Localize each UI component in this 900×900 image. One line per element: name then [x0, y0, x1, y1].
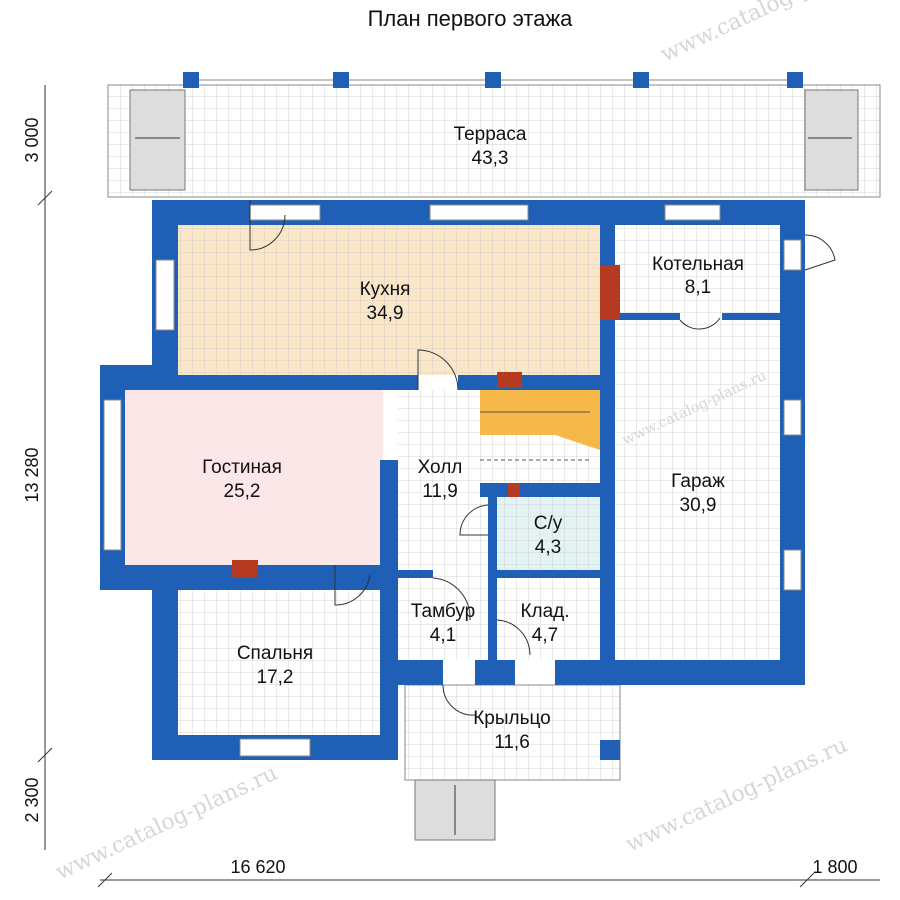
room-name: С/у — [534, 513, 563, 534]
garage-floor — [615, 225, 780, 660]
porch-floor — [404, 684, 621, 781]
room-name: Котельная — [652, 254, 744, 275]
room-name: Гараж — [671, 471, 725, 492]
room-name: Гостиная — [202, 457, 282, 478]
doors — [249, 200, 836, 716]
room-name: Тамбур — [411, 601, 476, 622]
room-area: 4,3 — [535, 537, 561, 558]
pillar — [183, 72, 199, 88]
room-area: 4,7 — [532, 625, 558, 646]
room-area: 17,2 — [257, 667, 294, 688]
svg-text:www.catalog-plans.ru: www.catalog-plans.ru — [657, 0, 886, 67]
pillar — [787, 72, 803, 88]
room-name: Терраса — [454, 124, 527, 145]
dim-left: 3 000 — [22, 117, 42, 162]
room-area: 43,3 — [472, 148, 509, 169]
dimension-lines — [37, 85, 880, 888]
room-name: Крыльцо — [473, 708, 551, 729]
terrace-stairs-left — [129, 89, 186, 191]
terrace-stairs-right — [804, 89, 859, 191]
room-area: 25,2 — [224, 481, 261, 502]
dim-bottom: 16 620 — [230, 857, 285, 877]
pillar — [333, 72, 349, 88]
room-name: Спальня — [237, 643, 313, 664]
porch-stairs — [414, 779, 496, 841]
bedroom-floor — [178, 590, 380, 735]
plan-title: План первого этажа — [368, 6, 574, 31]
staircase — [480, 390, 600, 461]
room-area: 8,1 — [685, 277, 711, 298]
room-area: 4,1 — [430, 625, 456, 646]
room-name: Кухня — [360, 279, 411, 300]
room-area: 11,6 — [494, 732, 530, 753]
room-area: 34,9 — [367, 303, 404, 324]
dim-bottom: 1 800 — [812, 857, 857, 877]
pillar — [633, 72, 649, 88]
chimneys — [232, 265, 620, 578]
dim-left: 13 280 — [22, 447, 42, 502]
terrace — [107, 72, 881, 198]
living-floor — [125, 390, 383, 565]
room-name: Холл — [418, 457, 463, 478]
pillar — [485, 72, 501, 88]
svg-text:www.catalog-plans.ru: www.catalog-plans.ru — [622, 733, 851, 858]
room-area: 11,9 — [422, 481, 458, 502]
room-area: 30,9 — [680, 495, 717, 516]
dim-left: 2 300 — [22, 777, 42, 822]
room-name: Клад. — [520, 601, 569, 622]
room-labels: Терраса 43,3 Кухня 34,9 Котельная 8,1 Го… — [202, 124, 744, 753]
